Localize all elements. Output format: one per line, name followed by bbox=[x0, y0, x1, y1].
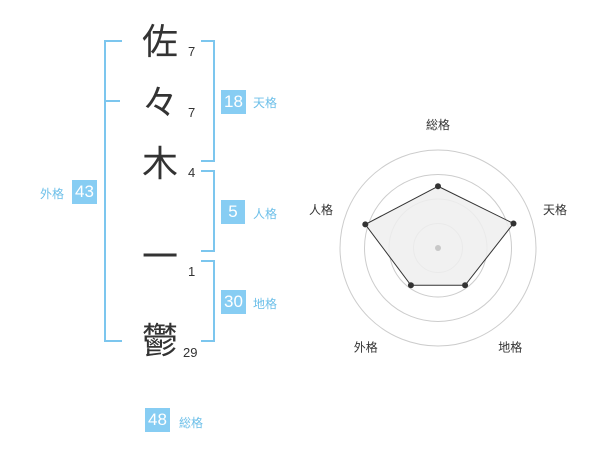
radar-point bbox=[435, 183, 441, 190]
stroke-count: 4 bbox=[188, 165, 196, 180]
jinkaku-label: 人格 bbox=[253, 207, 278, 221]
name-char: 木 bbox=[141, 144, 178, 185]
soukaku-label: 総格 bbox=[179, 416, 204, 430]
tenkaku-label: 天格 bbox=[253, 96, 278, 110]
radar-axis-label: 人格 bbox=[309, 202, 333, 217]
radar-axis-label: 総格 bbox=[426, 117, 450, 132]
radar-point bbox=[462, 282, 469, 289]
stroke-count: 29 bbox=[183, 345, 198, 360]
radar-axis-label: 天格 bbox=[543, 202, 567, 217]
name-char: 佐 bbox=[141, 22, 178, 63]
jinkaku-value: 5 bbox=[221, 200, 245, 224]
name-char: 鬱 bbox=[141, 321, 178, 362]
radar-area bbox=[364, 185, 515, 286]
gaikaku-bracket bbox=[104, 40, 122, 342]
chikaku-label: 地格 bbox=[253, 297, 278, 311]
chikaku-value: 30 bbox=[221, 290, 246, 314]
radar-ring bbox=[364, 174, 512, 322]
stroke-count: 1 bbox=[188, 264, 196, 279]
radar-ring bbox=[339, 149, 537, 347]
chikaku-bracket bbox=[201, 260, 215, 342]
gaikaku-value: 43 bbox=[72, 180, 97, 204]
radar-point bbox=[362, 221, 369, 228]
radar-center-dot bbox=[435, 245, 441, 251]
name-char: 々 bbox=[141, 83, 178, 124]
tenkaku-value: 18 bbox=[221, 90, 246, 114]
name-char: 一 bbox=[141, 237, 178, 278]
jinkaku-bracket bbox=[201, 170, 215, 252]
tenkaku-bracket bbox=[201, 40, 215, 162]
gaikaku-label: 外格 bbox=[40, 187, 65, 201]
bracket-tick bbox=[104, 100, 120, 102]
stroke-count: 7 bbox=[188, 105, 196, 120]
radar-axis-label: 外格 bbox=[354, 340, 378, 355]
soukaku-value: 48 bbox=[145, 408, 170, 432]
radar-point bbox=[407, 282, 414, 289]
radar-axis-label: 地格 bbox=[498, 340, 522, 355]
stroke-count: 7 bbox=[188, 44, 196, 59]
radar-point bbox=[510, 220, 517, 227]
